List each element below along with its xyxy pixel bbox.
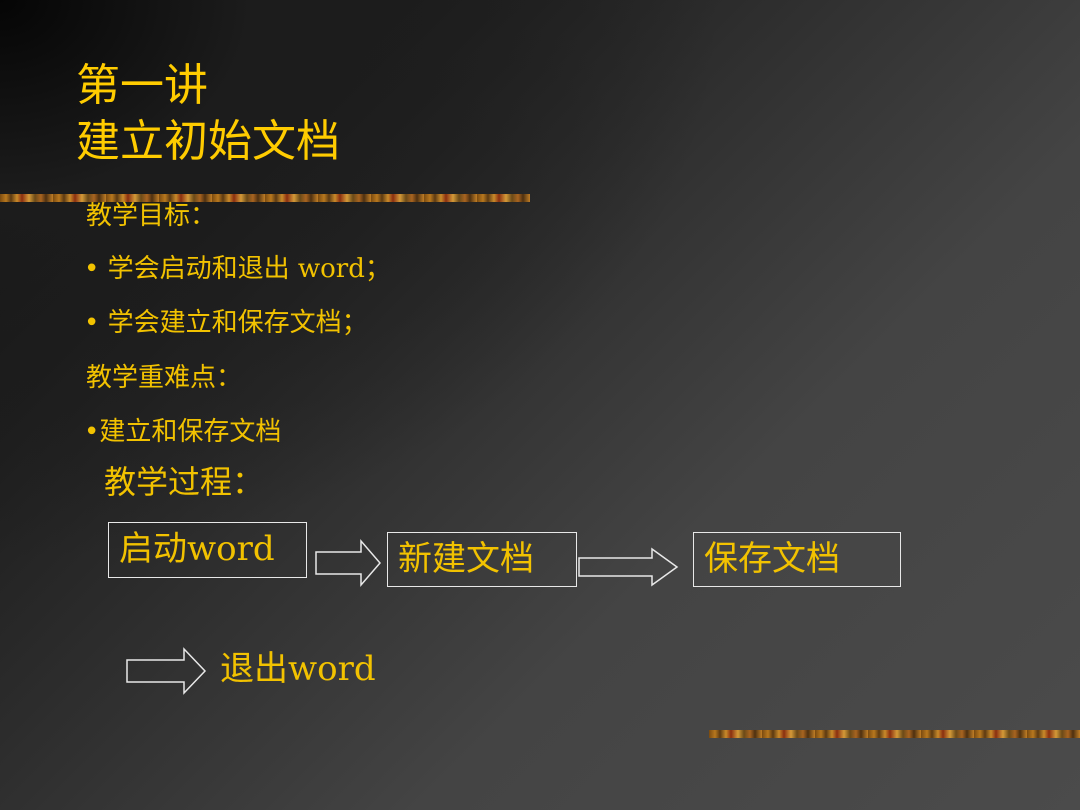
difficulties-heading: 教学重难点： — [86, 363, 243, 393]
title-line-1: 第一讲 — [76, 60, 208, 111]
difficulty-item-1: •建立和保存文档 — [84, 417, 282, 447]
arrow-right-icon — [578, 547, 679, 587]
flow-step-save-document: 保存文档 — [693, 532, 901, 587]
flow-step-start-word: 启动word — [108, 522, 307, 578]
decorative-texture-bar-top — [0, 194, 530, 202]
flow-step-new-document: 新建文档 — [387, 532, 577, 587]
title-line-2: 建立初始文档 — [76, 116, 340, 167]
arrow-right-icon — [315, 538, 381, 588]
decorative-texture-bar-bottom — [709, 730, 1080, 738]
objectives-heading: 教学目标： — [86, 201, 217, 231]
process-heading: 教学过程： — [104, 463, 265, 501]
objective-item-2: • 学会建立和保存文档； — [84, 308, 368, 338]
objective-item-1: • 学会启动和退出 word； — [84, 254, 391, 284]
slide-title: 第一讲 建立初始文档 — [76, 58, 340, 170]
flow-step-exit-word: 退出word — [220, 649, 376, 689]
arrow-right-icon — [126, 647, 207, 695]
